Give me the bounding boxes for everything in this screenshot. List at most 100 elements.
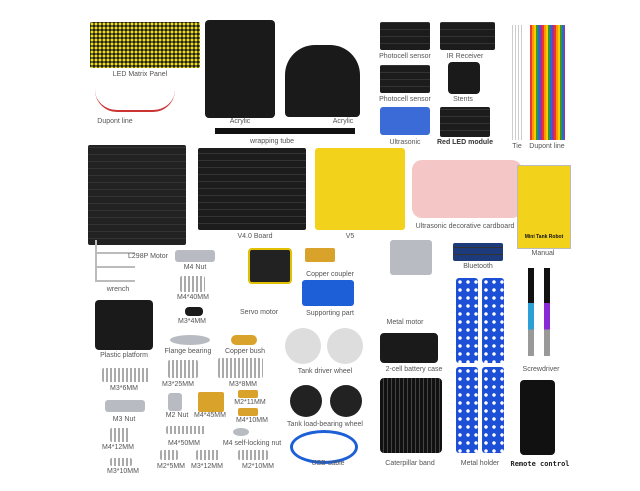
label-ir-receiver: IR Receiver [446,53,484,60]
label-wrench: wrench [106,286,130,293]
label-m3-6: M3*6MM [109,385,139,392]
servo-motor [248,248,292,284]
wrapping-tube [215,128,355,134]
label-m2-10: M2*10MM [242,463,274,470]
copper-bush [231,335,257,345]
label-caterpillar: Caterpillar band [385,460,435,467]
label-m4-12: M4*12MM [102,444,134,451]
label-flange-bearing: Flange bearing [164,348,212,355]
m3-8-screws [218,358,263,378]
label-l298p: L298P Motor [128,253,168,260]
label-copper-bush: Copper bush [224,348,266,355]
m4-self-locking-nut [233,428,249,436]
metal-holder [456,367,478,453]
m4-10-standoffs [238,408,258,416]
label-metal-motor: Metal motor [386,319,424,326]
m4-50-screw [166,426,206,434]
label-acrylic: Acrylic [332,118,354,125]
label-stents: Stents [453,96,473,103]
m4-nuts [175,250,215,262]
label-bluetooth: Bluetooth [463,263,493,270]
label-m3-25: M3*25MM [162,381,194,388]
battery-case [380,333,438,363]
supporting-part [302,280,354,306]
m2-11-standoffs [238,390,258,398]
label-servo: Servo motor [239,309,279,316]
label-m3-8: M3*8MM [228,381,258,388]
photocell-sensor [380,65,430,93]
label-m4-50: M4*50MM [168,440,200,447]
l298p-motor-shield [88,145,186,245]
m3-nuts [105,400,145,412]
m2-10-screws [238,450,268,460]
m3-10-screws [110,458,132,466]
label-dupont-line: Dupont line [97,118,133,125]
m4-45-standoffs [198,392,224,412]
label-acrylic: Acrylic [229,118,251,125]
label-m2-11: M2*11MM [234,399,266,406]
metal-holder [482,278,504,363]
label-metal-holder: Metal holder [460,460,500,467]
metal-holder [456,278,478,363]
label-m2-nut: M2 Nut [165,412,189,419]
manual-cover-title: Mini Tank Robot [524,234,564,240]
tank-driver-wheel [327,328,363,364]
plastic-platform [95,300,153,350]
ir-receiver [440,22,495,50]
label-load-wheel: Tank load-bearing wheel [287,421,363,428]
manual-book: Mini Tank Robot [517,165,571,249]
label-m3-12: M3*12MM [191,463,223,470]
v5-shield [315,148,405,230]
label-manual: Manual [531,250,555,257]
load-bearing-wheel [330,385,362,417]
m4-40-screws [180,276,205,292]
label-m2-5: M2*5MM [156,463,186,470]
metal-holder [482,367,504,453]
label-v4-board: V4.0 Board [237,233,273,240]
label-m4-45: M4*45MM [194,412,226,419]
label-usb-cable: USB cable [311,460,345,467]
label-cardboard: Ultrasonic decorative cardboard [415,223,515,230]
label-remote: Remote control [510,460,570,468]
m3-6-screws [102,368,150,382]
dupont-lines [530,25,565,140]
label-wrapping-tube: wrapping tube [250,138,294,145]
label-plastic-platform: Plastic platform [100,352,148,359]
load-bearing-wheel [290,385,322,417]
acrylic-plate [285,45,360,117]
screwdriver [528,268,534,356]
led-matrix-panel [90,22,200,68]
label-supporting-part: Supporting part [306,310,354,317]
label-v5: V5 [345,233,355,240]
m2-nuts [168,393,182,411]
m2-5-screws [160,450,178,460]
wrench [95,240,135,282]
v4-board [198,148,306,230]
label-ultrasonic: Ultrasonic [389,139,421,146]
label-m4-self-locking: M4 self-locking nut [222,440,282,447]
m4-12-screws [110,428,130,442]
metal-motor [390,240,432,275]
label-photocell: Photocell sensor [379,53,431,60]
label-m4-10: M4*10MM [236,417,268,424]
label-m3-4: M3*4MM [177,318,207,325]
label-m3-10: M3*10MM [107,468,139,475]
dupont-wire [95,90,175,112]
red-led-module [440,107,490,137]
label-red-led: Red LED module [436,139,494,146]
remote-control [520,380,555,455]
decorative-cardboard [412,160,522,218]
label-photocell: Photocell sensor [379,96,431,103]
acrylic-plate [205,20,275,118]
caterpillar-band [380,378,442,453]
bluetooth-module [453,243,503,261]
label-screwdriver: Screwdriver [522,366,560,373]
cable-ties [512,25,522,140]
photocell-sensor [380,22,430,50]
m3-4-screws [185,307,203,316]
label-m4-nut: M4 Nut [183,264,207,271]
label-battery-case: 2-cell battery case [385,366,443,373]
usb-cable [290,430,358,464]
ultrasonic-sensor [380,107,430,135]
